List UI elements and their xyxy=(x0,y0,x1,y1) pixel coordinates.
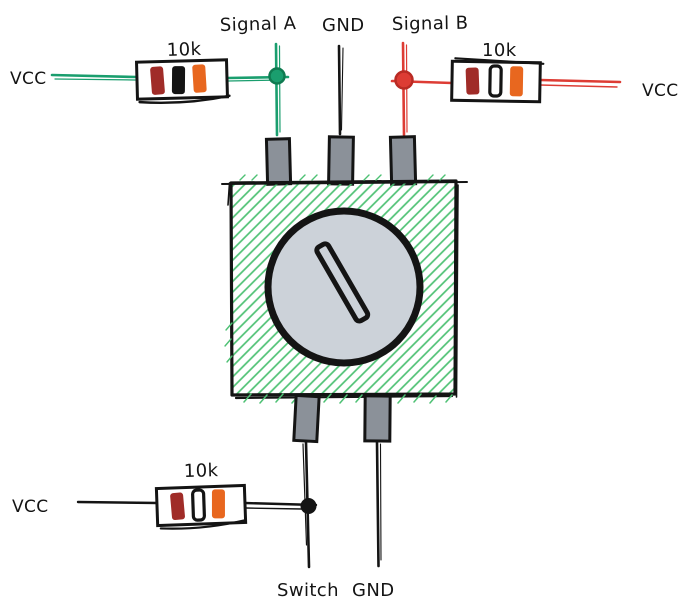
hatch-ticks-top xyxy=(239,174,446,181)
encoder-knob xyxy=(264,207,424,367)
junction-dot-signal-a xyxy=(268,67,286,85)
wire-signal-a-vertical xyxy=(274,42,279,137)
label-switch: Switch xyxy=(277,580,339,601)
label-gnd-bottom: GND xyxy=(352,580,394,601)
label-r1-value: 10k xyxy=(166,39,201,61)
resistor-r3-band-black xyxy=(191,488,206,522)
gnd-top-wire xyxy=(337,44,344,136)
encoder-pin-gnd-bottom xyxy=(363,394,392,443)
resistor-r3-band-brown xyxy=(170,492,185,521)
pullup-signal-a xyxy=(50,42,290,137)
rotary-encoder-body xyxy=(221,174,468,404)
resistor-r1-band-black xyxy=(171,66,186,95)
encoder-body-right-sketch xyxy=(455,184,459,398)
label-r2-value: 10k xyxy=(482,40,517,61)
wire-r3-to-junction-sketch xyxy=(245,507,303,510)
encoder-pin-signal-b xyxy=(388,135,418,186)
encoder-body-bottom-sketch xyxy=(234,394,454,400)
encoder-body-top-overshoot xyxy=(221,181,468,185)
resistor-r2-band-black xyxy=(488,64,503,98)
wire-gnd-bottom xyxy=(375,440,380,568)
label-vcc-bottom: VCC xyxy=(12,497,49,517)
label-r3-value: 10k xyxy=(184,460,219,482)
hatch-ticks-left xyxy=(224,322,233,363)
resistor-r2-band-brown xyxy=(465,67,480,95)
encoder-pin-switch xyxy=(292,393,321,444)
wire-vcc-to-r1 xyxy=(50,73,139,79)
wire-vcc-to-r3 xyxy=(76,500,160,505)
resistor-r1 xyxy=(134,58,231,104)
resistor-r3-band-orange xyxy=(211,489,225,519)
resistor-r1-band-brown xyxy=(150,66,165,95)
resistor-r1-sketch xyxy=(138,94,231,104)
wire-gnd-bottom-sketch xyxy=(379,443,382,561)
label-gnd-top: GND xyxy=(322,15,364,36)
encoder-pin-gnd-top xyxy=(327,135,355,186)
wire-vcc-to-r1-sketch xyxy=(54,78,136,81)
label-vcc-left: VCC xyxy=(10,69,47,89)
resistor-r3 xyxy=(154,483,248,530)
wire-gnd-top-sketch xyxy=(340,47,344,131)
encoder-body-left-sketch xyxy=(227,182,231,206)
knob-slot xyxy=(314,241,371,324)
wire-signal-a-vertical-sketch xyxy=(278,45,281,133)
pullup-signal-b xyxy=(390,41,622,137)
label-signal-a: Signal A xyxy=(220,13,297,36)
wire-r2-to-vcc xyxy=(538,78,622,84)
resistor-r3-sketch xyxy=(159,519,245,530)
pullup-switch xyxy=(76,440,318,569)
wire-switch-vertical-sketch xyxy=(302,443,308,546)
encoder-pin-signal-a xyxy=(264,137,293,186)
label-vcc-right: VCC xyxy=(642,81,679,101)
label-signal-b: Signal B xyxy=(392,13,469,35)
wire-gnd-top xyxy=(337,44,342,136)
resistor-r2-sketch xyxy=(454,57,545,65)
resistor-r1-band-orange xyxy=(192,64,207,93)
junction-dot-signal-b xyxy=(394,70,414,90)
wire-r2-to-vcc-sketch xyxy=(539,84,618,88)
junction-dot-switch xyxy=(300,498,317,514)
resistor-r2-band-orange xyxy=(509,66,524,97)
resistor-r2 xyxy=(450,57,545,104)
gnd-bottom-wire xyxy=(375,440,382,568)
